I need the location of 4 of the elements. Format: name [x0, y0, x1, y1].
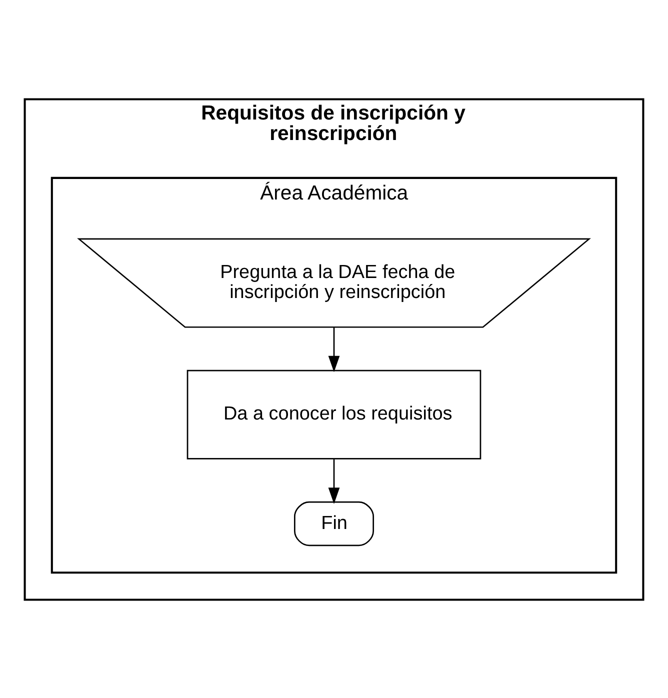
arrow — [328, 458, 340, 504]
arrow — [328, 326, 340, 372]
node-box: Da a conocer los requisitos — [186, 369, 482, 459]
node-box: Fin — [294, 500, 374, 546]
